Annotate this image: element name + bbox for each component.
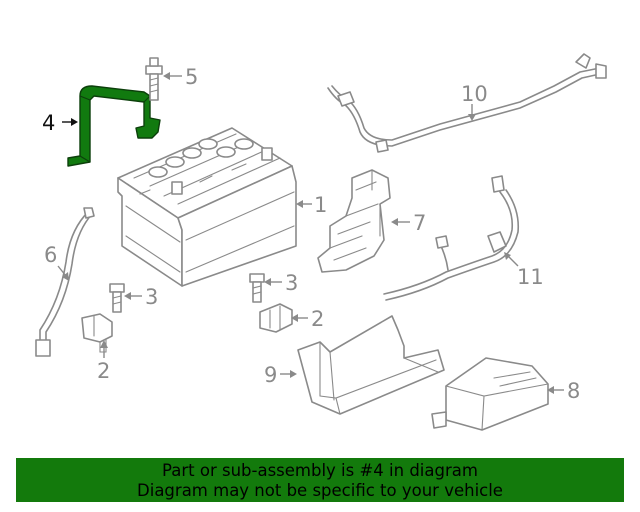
parts-diagram: 1 2 2 3 3 4 5 6 7 8: [35, 53, 607, 431]
svg-text:2: 2: [97, 359, 110, 383]
callout-3-left: 3: [124, 285, 158, 309]
callout-1: 1: [296, 193, 327, 217]
callout-11: 11: [504, 252, 544, 289]
bolt-part-3-left[interactable]: [109, 283, 125, 313]
svg-text:6: 6: [44, 243, 57, 267]
bolt-part-3-right[interactable]: [249, 273, 265, 303]
cable-part-6[interactable]: [35, 207, 95, 357]
svg-text:1: 1: [314, 193, 327, 217]
svg-text:10: 10: [461, 82, 488, 106]
callout-7: 7: [391, 211, 426, 235]
info-banner: Part or sub-assembly is #4 in diagram Di…: [16, 458, 624, 502]
svg-text:3: 3: [145, 285, 158, 309]
svg-text:7: 7: [413, 211, 426, 235]
svg-text:9: 9: [264, 363, 277, 387]
clamp-part-2-right[interactable]: [259, 303, 293, 333]
tray-part-9[interactable]: [297, 315, 445, 415]
svg-text:3: 3: [285, 271, 298, 295]
callout-9: 9: [264, 363, 297, 387]
svg-text:8: 8: [567, 379, 580, 403]
fuse-block-part-7[interactable]: [317, 169, 391, 273]
svg-text:11: 11: [517, 265, 544, 289]
hold-down-bracket-part-4[interactable]: [67, 85, 161, 167]
callout-2-left: 2: [97, 340, 110, 383]
cover-part-8[interactable]: [431, 357, 549, 431]
callout-2-right: 2: [291, 307, 324, 331]
svg-text:4: 4: [42, 111, 55, 135]
cable-part-10[interactable]: [327, 53, 607, 153]
clamp-part-2-left[interactable]: [81, 313, 113, 353]
callout-8: 8: [547, 379, 580, 403]
svg-text:5: 5: [185, 65, 198, 89]
banner-line-2: Diagram may not be specific to your vehi…: [137, 481, 503, 500]
callout-6: 6: [44, 243, 69, 281]
callout-3-right: 3: [264, 271, 298, 295]
banner-line-1: Part or sub-assembly is #4 in diagram: [162, 461, 478, 480]
callout-4: 4: [42, 111, 78, 135]
svg-text:2: 2: [311, 307, 324, 331]
callout-5: 5: [163, 65, 198, 89]
battery-part-1[interactable]: [117, 127, 297, 287]
cable-part-11[interactable]: [383, 175, 520, 301]
bolt-part-5[interactable]: [145, 57, 163, 101]
callout-10: 10: [461, 82, 488, 121]
